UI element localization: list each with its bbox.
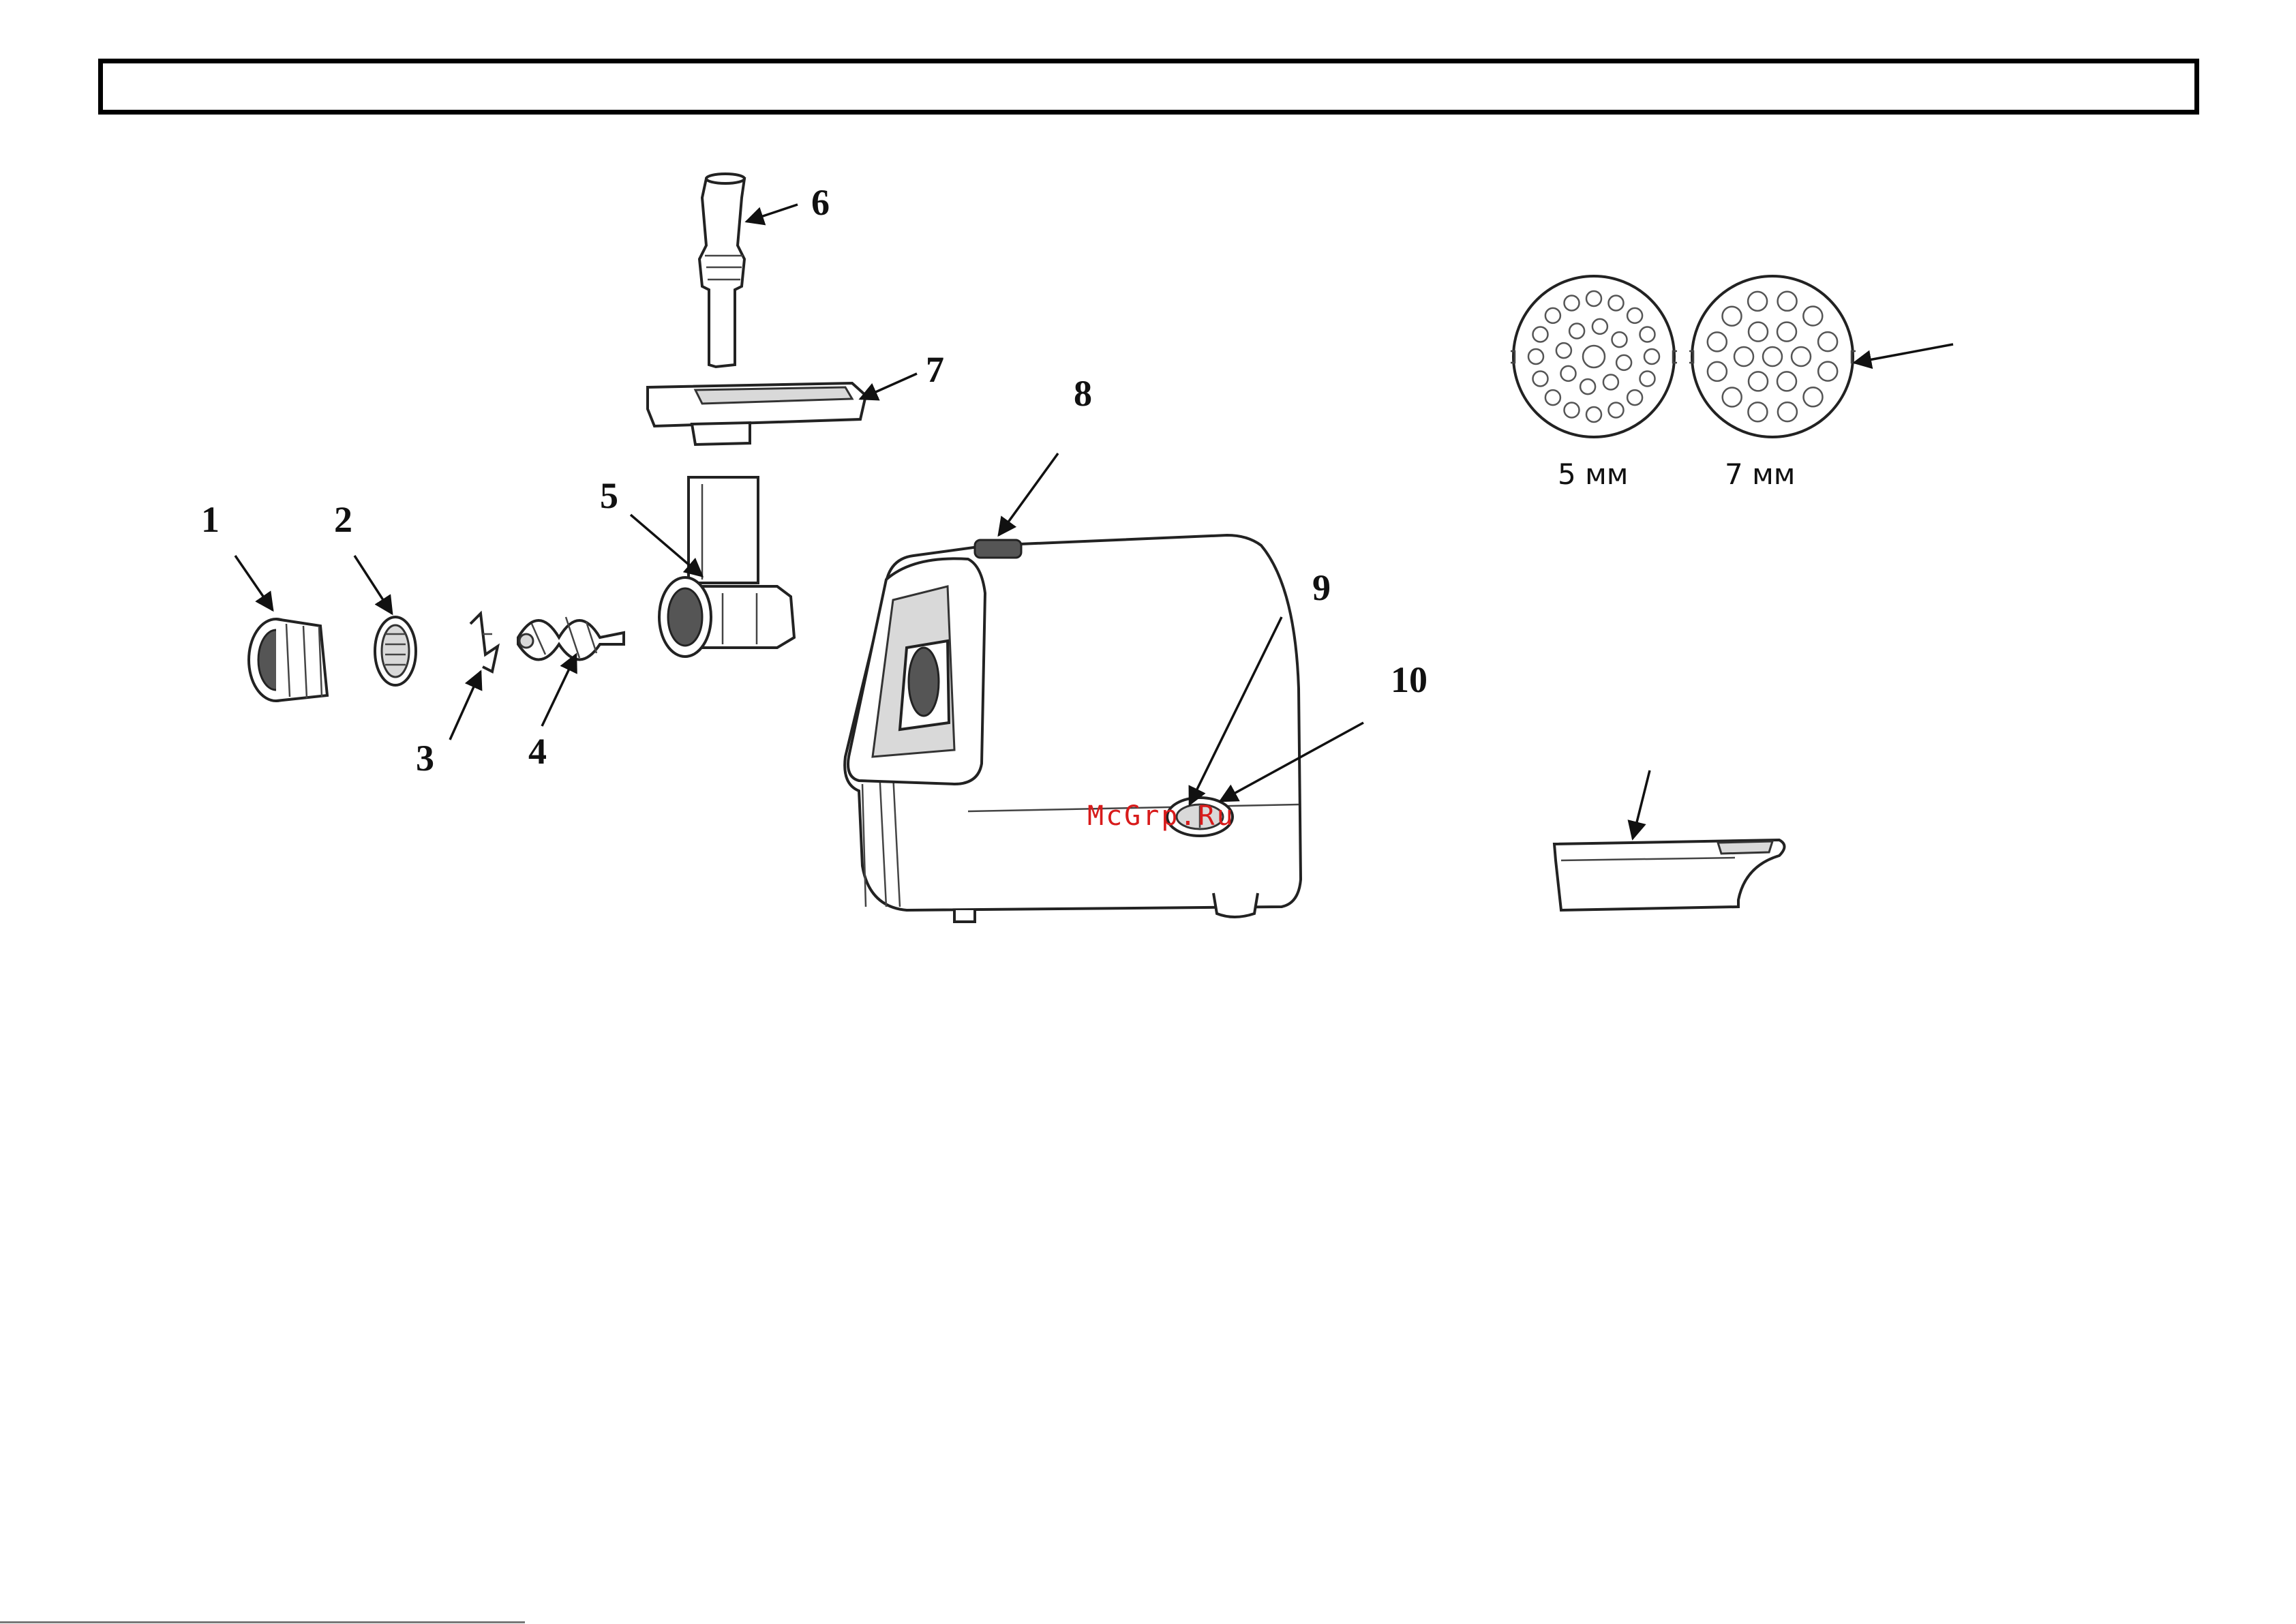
disc-hole: [1777, 372, 1796, 391]
watermark: McGrp.Ru: [1087, 800, 1235, 832]
disc-hole: [1561, 366, 1576, 381]
disc-hole: [1640, 372, 1655, 387]
food-tray: [648, 383, 866, 445]
disc-hole: [1803, 307, 1822, 326]
disc-small-caption: 5 мм: [1558, 457, 1628, 491]
label-5: 5: [600, 475, 618, 516]
disc-large-caption: 7 мм: [1725, 457, 1795, 491]
disc-hole: [1818, 332, 1837, 351]
disc-hole: [1708, 362, 1727, 381]
label-4: 4: [528, 731, 547, 772]
label-7: 7: [926, 349, 944, 390]
disc-hole: [1545, 390, 1560, 405]
label-6: 6: [811, 182, 830, 223]
food-pusher: [699, 174, 744, 367]
disc-hole: [1556, 343, 1571, 358]
disc-hole: [1640, 327, 1655, 342]
disc-hole: [1763, 347, 1782, 366]
label-9: 9: [1312, 567, 1331, 608]
disc-hole: [1565, 296, 1580, 311]
small-disc-part: [375, 617, 416, 685]
disc-hole: [1586, 407, 1601, 422]
disc-hole: [1734, 347, 1753, 366]
disc-hole: [1545, 308, 1560, 323]
disc-hole: [1748, 402, 1767, 421]
disc-hole: [1580, 379, 1595, 394]
disc-hole: [1533, 372, 1548, 387]
disc-hole: [1708, 332, 1727, 351]
label-3: 3: [416, 738, 434, 779]
disc-hole: [1749, 322, 1768, 342]
disc-hole: [1609, 403, 1624, 418]
disc-hole: [1804, 387, 1823, 406]
disc-hole: [1818, 362, 1837, 381]
disc-hole: [1777, 322, 1796, 342]
disc-hole: [1627, 390, 1642, 405]
label-8: 8: [1074, 373, 1092, 414]
disc-hole: [1644, 349, 1659, 364]
disc-small: [1511, 276, 1677, 437]
reverse-button: [975, 540, 1021, 558]
label-2: 2: [334, 499, 352, 540]
disc-large: [1689, 276, 1856, 437]
label-1: 1: [201, 499, 220, 540]
disc-hole: [1592, 319, 1607, 334]
disc-hole: [1723, 307, 1742, 326]
disc-hole: [1749, 372, 1768, 391]
disc-hole: [1627, 308, 1642, 323]
motor-housing: [845, 535, 1301, 922]
auger: [518, 617, 624, 660]
disc-hole: [1792, 347, 1811, 366]
footer-rule: [0, 1621, 525, 1623]
disc-hole: [1565, 403, 1580, 418]
disc-hole: [1748, 292, 1767, 311]
disc-hole: [1616, 355, 1631, 370]
disc-hole: [1569, 324, 1584, 339]
label-10: 10: [1391, 659, 1428, 700]
disc-hole: [1586, 291, 1601, 306]
disc-hole: [1603, 375, 1618, 390]
disc-hole: [1723, 388, 1742, 407]
disc-hole: [1612, 332, 1627, 347]
ring-nut: [249, 619, 327, 701]
disc-hole: [1528, 349, 1543, 364]
spare-tray: [1554, 840, 1785, 910]
disc-hole: [1533, 327, 1548, 342]
disc-hole: [1778, 292, 1797, 311]
grinder-head: [659, 477, 794, 657]
disc-hole: [1609, 296, 1624, 311]
cutting-knife: [470, 614, 498, 672]
disc-hole: [1778, 402, 1797, 421]
